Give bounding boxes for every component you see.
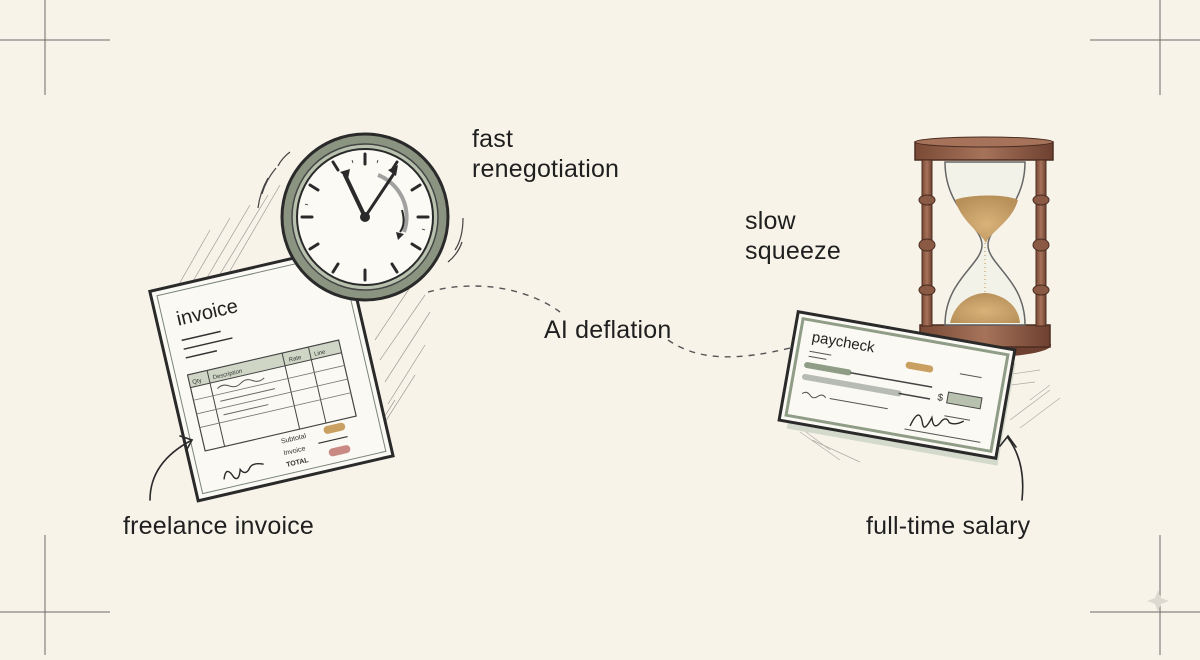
invoice-col-rate: Rate: [288, 355, 302, 364]
ai-deflation-dashed-path: [427, 285, 791, 358]
freelance-arrow: [149, 435, 194, 501]
fast-renegotiation-line-1: fast: [472, 125, 514, 153]
invoice-icon: invoice Qty Description Rate Line Subtot…: [148, 244, 395, 503]
slow-squeeze-line-2: squeeze: [745, 237, 841, 265]
hourglass-icon: [914, 136, 1054, 357]
fast-renegotiation-label: fast renegotiation: [472, 124, 619, 184]
paycheck-dollar-sign: $: [936, 392, 944, 404]
clock-icon: [257, 132, 464, 302]
slow-squeeze-label: slow squeeze: [745, 206, 841, 266]
paycheck-icon: paycheck $: [777, 309, 1017, 466]
invoice-col-line: Line: [314, 349, 327, 358]
invoice-col-qty: Qty: [192, 378, 202, 386]
fast-renegotiation-line-2: renegotiation: [472, 155, 620, 183]
ai-deflation-label: AI deflation: [544, 316, 672, 344]
sparkle-icon: [1147, 590, 1169, 612]
full-time-salary-label: full-time salary: [866, 512, 1031, 540]
salary-arrow: [999, 434, 1024, 501]
invoice-invoice-label: Invoice: [283, 445, 306, 457]
slow-squeeze-line-1: slow: [745, 207, 796, 235]
freelance-invoice-label: freelance invoice: [123, 512, 315, 540]
